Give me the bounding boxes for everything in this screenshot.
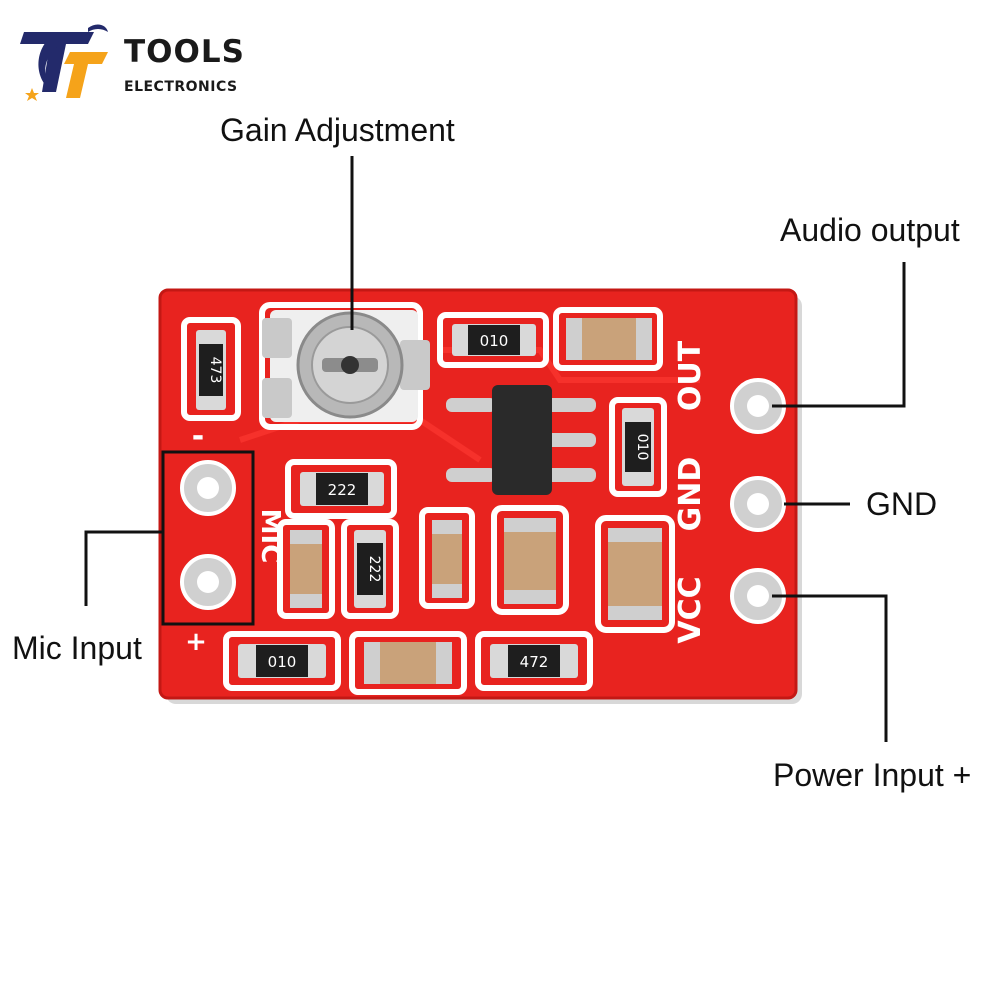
label-mic-input: Mic Input xyxy=(12,630,142,666)
code-r-mid-vertical: 222 xyxy=(366,556,382,583)
brand-logo-icon xyxy=(20,24,108,101)
label-audio-output: Audio output xyxy=(780,212,960,248)
code-r-right: 010 xyxy=(634,434,650,461)
capacitor-mid-center xyxy=(419,507,475,609)
leader-audio-output xyxy=(772,262,906,408)
code-r-bottom-left: 010 xyxy=(268,653,297,671)
mic-input-box xyxy=(161,450,255,626)
brand-name: TOOLS xyxy=(124,34,245,70)
resistor-222-horizontal: 222 xyxy=(285,459,397,519)
leader-power-input xyxy=(772,594,888,742)
capacitor-mid-right xyxy=(491,505,569,615)
amplifier-ic xyxy=(446,385,596,495)
label-power-input: Power Input + xyxy=(773,757,972,793)
capacitor-bottom-center xyxy=(349,631,467,695)
capacitor-large-right xyxy=(595,515,675,633)
silk-vcc: VCC xyxy=(673,576,708,643)
silk-plus: + xyxy=(185,627,207,657)
label-gain-adjustment: Gain Adjustment xyxy=(220,112,455,148)
mic-pads xyxy=(180,460,236,610)
code-r-top-middle: 010 xyxy=(480,332,509,350)
silk-out: OUT xyxy=(673,340,708,411)
pcb-edge xyxy=(158,288,798,700)
resistor-222-vertical: 222 xyxy=(341,519,399,619)
silk-gnd: GND xyxy=(673,457,708,532)
capacitor-top xyxy=(553,307,663,371)
capacitor-mid-left xyxy=(277,519,335,619)
leader-mic-input xyxy=(84,530,163,606)
output-pads xyxy=(730,378,786,624)
silk-mic: MIC xyxy=(255,509,285,564)
resistor-010-right: 010 xyxy=(609,397,667,497)
resistor-010-top: 010 xyxy=(437,312,549,368)
resistor-472: 472 xyxy=(475,631,593,691)
label-gnd: GND xyxy=(866,486,938,522)
potentiometer xyxy=(259,302,430,430)
brand-tagline: ELECTRONICS xyxy=(124,79,238,95)
resistor-473: 473 xyxy=(181,317,241,421)
code-r-mid-horizontal: 222 xyxy=(328,481,357,499)
resistor-010-bottom: 010 xyxy=(223,631,341,691)
silk-minus: - xyxy=(192,419,204,454)
code-r-top-left: 473 xyxy=(207,357,223,384)
code-r-bottom-right: 472 xyxy=(520,653,549,671)
